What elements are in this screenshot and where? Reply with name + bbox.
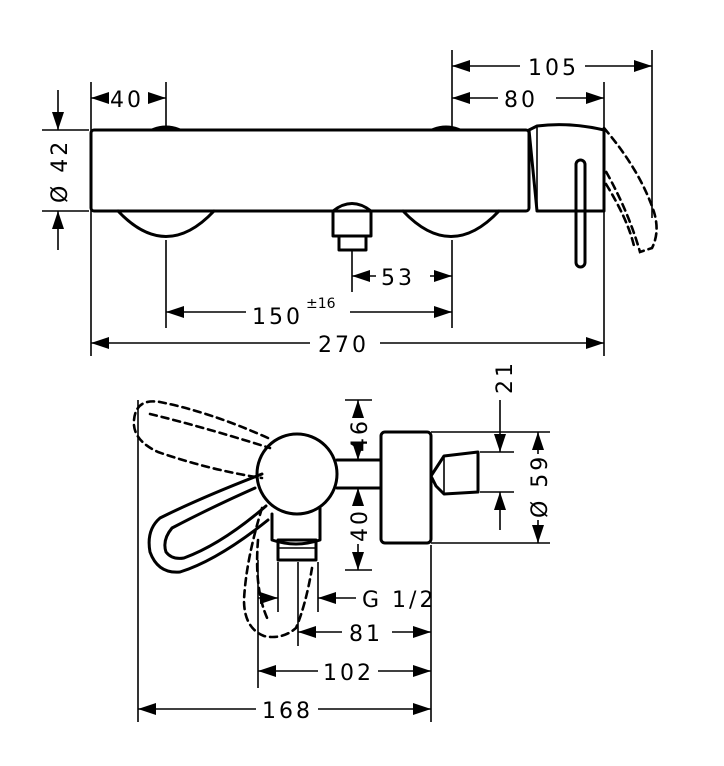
dim-dia-59: Ø 59 [528,432,553,543]
dim-label-dia-42: Ø 42 [48,139,73,203]
dim-21: 21 [493,360,518,530]
dim-label-168: 168 [262,699,313,724]
dim-270: 270 [91,333,604,358]
top-view: 105 40 80 Ø 42 [42,50,658,358]
dim-dia-42: Ø 42 [48,90,73,250]
dim-105: 105 [452,56,652,81]
side-view: 21 Ø 59 46 40 [132,360,553,724]
dim-label-270: 270 [318,333,369,358]
dim-label-150: 150 [252,305,303,330]
dim-168: 168 [138,699,431,724]
dim-label-80: 80 [504,88,538,113]
handle-top [527,123,658,269]
dim-label-53: 53 [381,266,415,291]
dim-46: 46 [348,400,373,460]
lever-solid-side [147,472,270,574]
dim-label-21: 21 [493,360,518,394]
dim-40-top: 40 [91,88,166,113]
dim-81: 81 [298,622,431,647]
dim-40-side: 40 [348,488,373,570]
dim-150: 150 ±16 [166,296,452,330]
dim-80: 80 [452,88,604,113]
wall-connector-side [429,450,480,496]
dim-tolerance-150: ±16 [306,296,336,312]
dim-label-81: 81 [349,622,383,647]
mixer-body-top [89,125,531,252]
dim-label-thread: G 1/2 [362,588,436,613]
dim-53: 53 [352,266,452,291]
lever-dashed-side [132,400,314,639]
dim-label-46: 46 [348,418,373,452]
dim-label-40-side: 40 [348,508,373,542]
dim-label-102: 102 [323,661,374,686]
handle-knob-side [255,432,339,516]
dim-label-40-top: 40 [110,88,144,113]
dim-102: 102 [258,661,431,686]
dim-label-dia-59: Ø 59 [528,454,553,518]
top-extension-lines [42,50,653,356]
dim-thread-g12: G 1/2 [258,588,436,613]
dim-label-105: 105 [528,56,579,81]
